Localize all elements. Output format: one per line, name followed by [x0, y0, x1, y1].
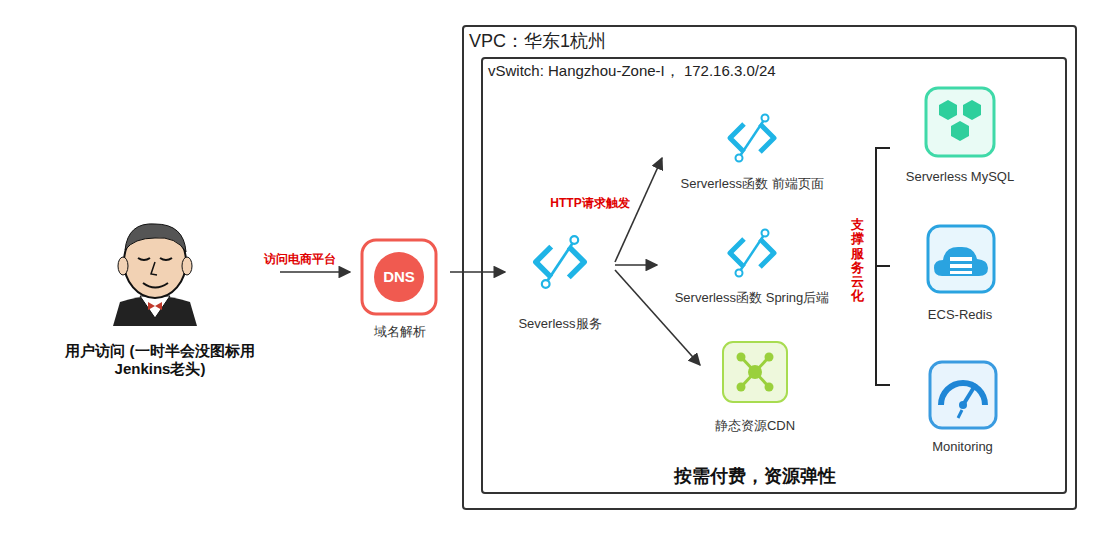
serverless-icon [730, 230, 774, 277]
monitoring-icon [930, 362, 996, 428]
dns-node: 域名解析 [350, 238, 450, 340]
node-label: Serverless MySQL [906, 169, 1014, 185]
node-label: Severless服务 [518, 316, 601, 332]
node-label: Serverless函数 Spring后端 [675, 290, 830, 306]
node-label: 静态资源CDN [715, 418, 795, 434]
vswitch-box: vSwitch: Hangzhou-Zone-I， 172.16.3.0/24S… [481, 57, 1067, 494]
serverless-icon [536, 236, 584, 288]
edge-label: HTTP请求触发 [548, 196, 631, 210]
node-label: 用户访问 (一时半会没图标用Jenkins老头) [40, 342, 280, 378]
edge-label: 访问电商平台 [262, 252, 338, 266]
arrow-connector [280, 271, 350, 273]
cdn-node: 静态资源CDN [700, 340, 810, 432]
arrow-connector [615, 158, 662, 262]
vertical-note: 支撑服务云化 [851, 218, 864, 304]
monitoring-node: Monitoring [905, 358, 1020, 453]
serverless-service: Severless服务 [505, 232, 615, 332]
node-label: Monitoring [932, 439, 993, 455]
function-node: Serverless函数 前端页面 [662, 108, 842, 190]
node-label: Serverless函数 前端页面 [680, 176, 823, 192]
arrow-connector [615, 270, 700, 365]
mysql-node: Serverless MySQL [895, 85, 1025, 183]
node-label: vSwitch: Hangzhou-Zone-I， 172.16.3.0/24 [488, 62, 776, 80]
bracket [876, 148, 890, 385]
footer-note: 按需付费，资源弹性 [674, 465, 836, 487]
vpc-box: VPC：华东1杭州 vSwitch: Hangzhou-Zone-I， 172.1… [462, 25, 1077, 510]
user-node: 用户访问 (一时半会没图标用Jenkins老头) [40, 222, 280, 380]
arrow-connector [450, 271, 505, 273]
function-node: Serverless函数 Spring后端 [657, 222, 847, 304]
user-figure [113, 224, 197, 326]
redis-node: ECS-Redis [910, 225, 1010, 321]
dns-glyph: DNS [383, 268, 415, 286]
serverless-icon [730, 115, 774, 162]
node-label: 域名解析 [374, 324, 426, 340]
node-label: VPC：华东1杭州 [469, 30, 606, 52]
arrow-connector [615, 264, 657, 266]
dns-icon [362, 240, 436, 314]
mysql-icon [926, 88, 994, 156]
node-label: ECS-Redis [928, 307, 992, 323]
cdn-icon [723, 342, 787, 402]
redis-icon [928, 226, 994, 292]
